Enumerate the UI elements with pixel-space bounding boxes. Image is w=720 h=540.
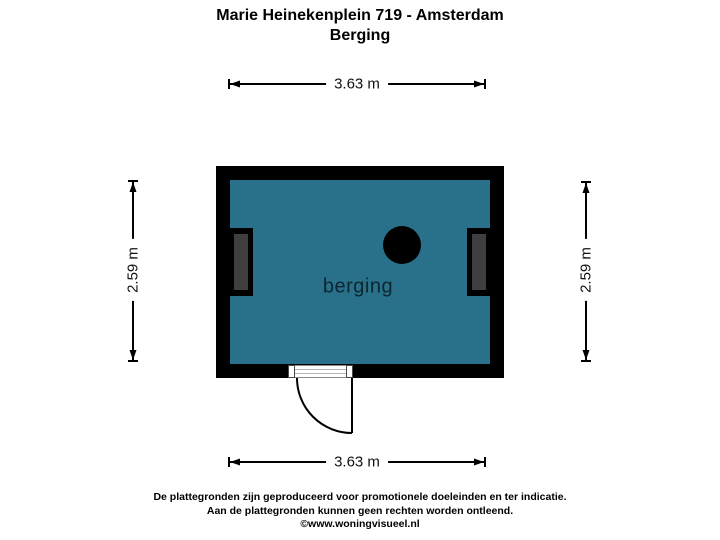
wall-niche-right-fill <box>472 234 486 290</box>
page-subtitle: Berging <box>329 26 391 44</box>
door-jamb-right <box>346 365 353 378</box>
header: Marie Heinekenplein 719 - Amsterdam Berg… <box>0 6 720 45</box>
page-title: Marie Heinekenplein 719 - Amsterdam <box>216 7 504 24</box>
dimension-label-bottom: 3.63 m <box>326 451 388 473</box>
room-label: berging <box>322 275 394 298</box>
door-threshold <box>288 365 353 378</box>
wall-niche-left <box>225 228 253 296</box>
door-threshold-line <box>289 373 352 374</box>
disclaimer-line-1: De plattegronden zijn geproduceerd voor … <box>153 491 567 503</box>
room-interior <box>230 180 490 364</box>
wall-niche-right <box>467 228 495 296</box>
dimension-label-right: 2.59 m <box>575 239 597 301</box>
door-swing <box>296 377 353 434</box>
footer-disclaimer: De plattegronden zijn geproduceerd voor … <box>0 491 720 532</box>
round-column <box>383 226 421 264</box>
dimension-label-left: 2.59 m <box>122 239 144 301</box>
wall-niche-left-fill <box>234 234 248 290</box>
dimension-label-top: 3.63 m <box>326 73 388 95</box>
door-threshold-line <box>289 369 352 370</box>
copyright-line: ©www.woningvisueel.nl <box>300 518 420 530</box>
door-jamb-left <box>288 365 295 378</box>
disclaimer-line-2: Aan de plattegronden kunnen geen rechten… <box>206 504 514 517</box>
